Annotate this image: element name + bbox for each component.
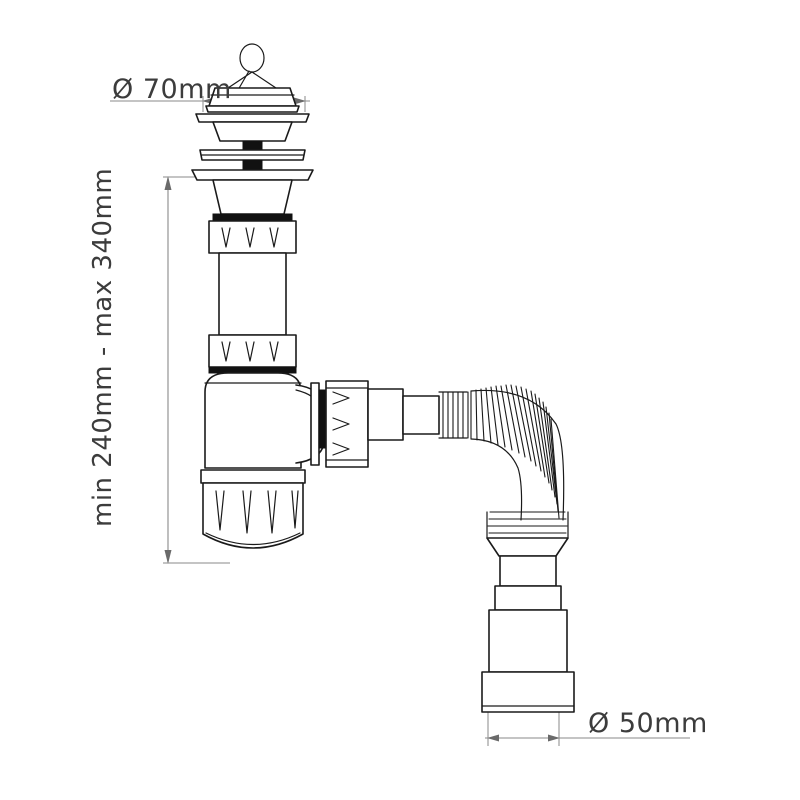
drain-plug: [205, 87, 300, 113]
upper-knurled-collar: [208, 220, 297, 254]
outlet-spigot: [367, 388, 440, 441]
strainer-flange: [195, 113, 310, 151]
dimension-label-overall-height: min 240mm - max 340mm: [88, 167, 118, 527]
outlet-union-nut: [310, 380, 369, 468]
sealing-washer: [199, 149, 306, 171]
dimension-outlet-diameter: [485, 712, 690, 746]
dimension-label-outlet-diameter: Ø 50mm: [588, 708, 708, 739]
telescopic-tube: [218, 252, 287, 336]
dimension-label-top-diameter: Ø 70mm: [112, 74, 232, 105]
backnut-flange: [191, 169, 314, 222]
tailpipe: [481, 555, 575, 713]
plug-pull-ring: [227, 43, 277, 91]
lower-knurled-collar: [208, 334, 297, 368]
trap-body: [204, 372, 325, 469]
flexible-corrugated-hose: [438, 384, 569, 557]
trap-bottom-cap: [200, 469, 306, 549]
